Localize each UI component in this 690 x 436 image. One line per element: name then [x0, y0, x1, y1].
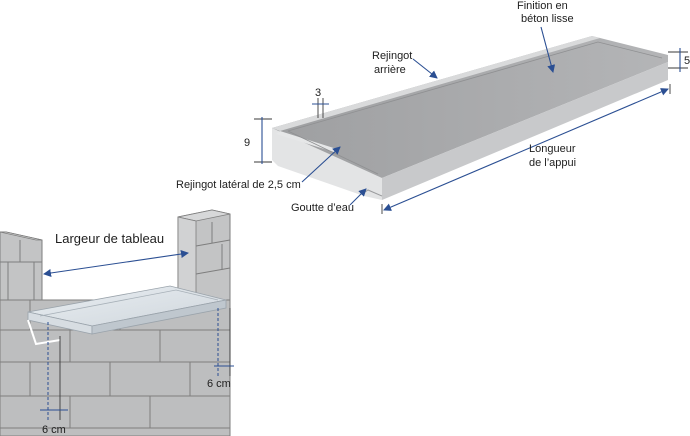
label-finition-1: Finition en — [517, 0, 568, 12]
back-upstand — [272, 36, 600, 131]
dimension-6cm-right: 6 cm — [207, 308, 234, 390]
dimension-9: 9 — [244, 117, 272, 164]
brick-wall — [0, 209, 231, 436]
window-sill-small — [27, 285, 227, 346]
dimension-length: Longueur de l’appui — [381, 84, 671, 214]
left-pier — [0, 231, 43, 301]
label-finition-2: béton lisse — [521, 13, 574, 25]
label-rejingot-lateral: Rejingot latéral de 2,5 cm — [176, 179, 301, 191]
label-rejingot-arriere-2: arrière — [374, 64, 406, 76]
label-dim-5: 5 — [684, 55, 690, 67]
window-sill-large — [272, 36, 668, 200]
label-rejingot-arriere-1: Rejingot — [372, 50, 412, 62]
callout-goutte-eau: Goutte d’eau — [291, 188, 367, 214]
dimension-6cm-left: 6 cm — [40, 322, 68, 436]
label-largeur-tableau: Largeur de tableau — [55, 231, 164, 246]
label-dim-9: 9 — [244, 137, 250, 149]
label-dim-3: 3 — [315, 87, 321, 99]
callout-rejingot-lateral: Rejingot latéral de 2,5 cm — [176, 146, 341, 191]
right-pier — [177, 209, 231, 301]
dimension-3: 3 — [312, 87, 329, 118]
label-longueur-2: de l’appui — [529, 157, 576, 169]
dimension-5: 5 — [668, 48, 690, 72]
label-longueur-1: Longueur — [529, 143, 576, 155]
callout-rejingot-arriere: Rejingot arrière — [372, 50, 438, 79]
label-6cm-right: 6 cm — [207, 378, 231, 390]
label-6cm-left: 6 cm — [42, 424, 66, 436]
dimension-largeur-tableau: Largeur de tableau — [43, 231, 189, 277]
lateral-upstand — [276, 131, 340, 152]
sill-end-face — [272, 128, 382, 200]
label-goutte-eau: Goutte d’eau — [291, 202, 354, 214]
callout-finition: Finition en béton lisse — [517, 0, 574, 73]
